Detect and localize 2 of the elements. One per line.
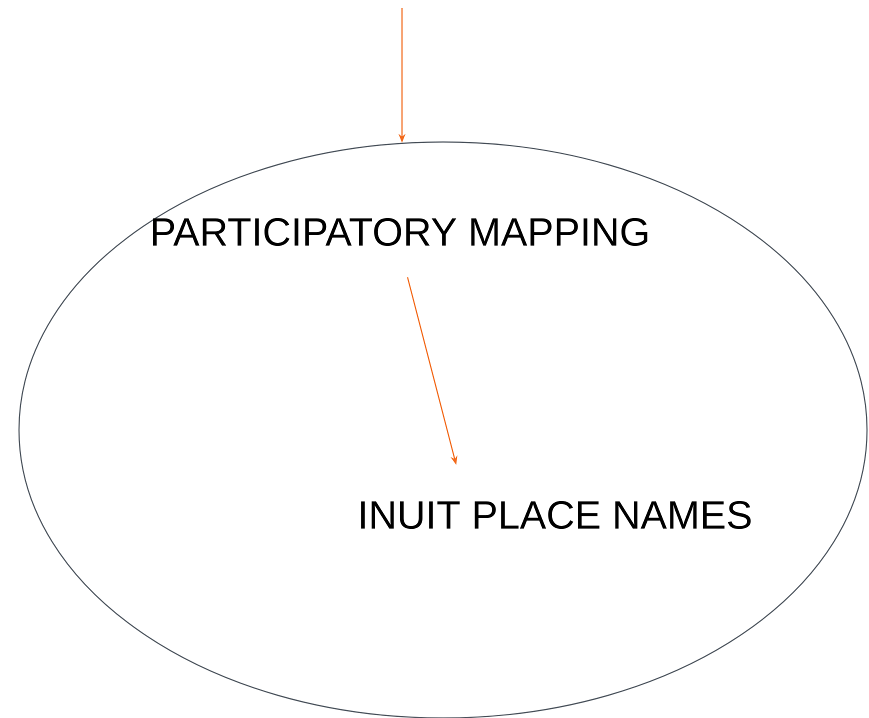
node-label: PARTICIPATORY MAPPING [153, 218, 648, 246]
node-label: INUIT PLACE NAMES [361, 501, 751, 529]
